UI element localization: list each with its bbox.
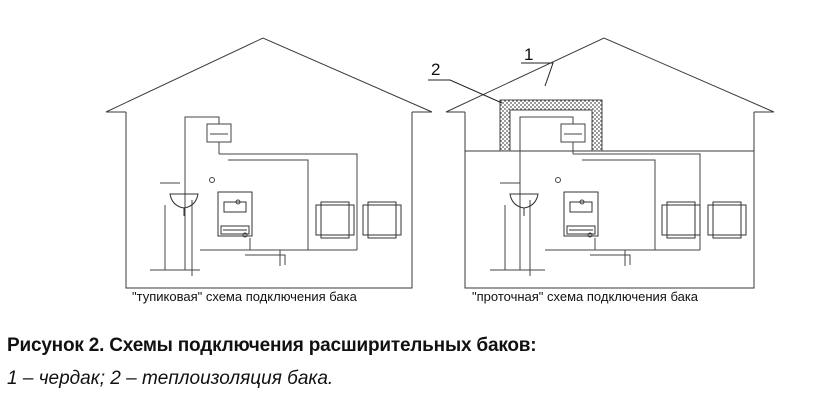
caption-dead-end-scheme: "тупиковая" схема подключения бака: [132, 289, 357, 304]
figure-title: Рисунок 2. Схемы подключения расширитель…: [7, 335, 537, 356]
tank-insulation: [499, 99, 603, 152]
callout-leaders: [428, 62, 554, 104]
callout-number-1: 1: [524, 45, 534, 64]
figure-legend: 1 – чердак; 2 – теплоизоляция бака.: [7, 368, 334, 389]
piping-left: [150, 116, 358, 276]
house-left: [105, 37, 433, 289]
caption-flow-through-scheme: "проточная" схема подключения бака: [472, 289, 699, 304]
callout-number-2: 2: [431, 60, 441, 79]
house-right: [445, 37, 775, 289]
